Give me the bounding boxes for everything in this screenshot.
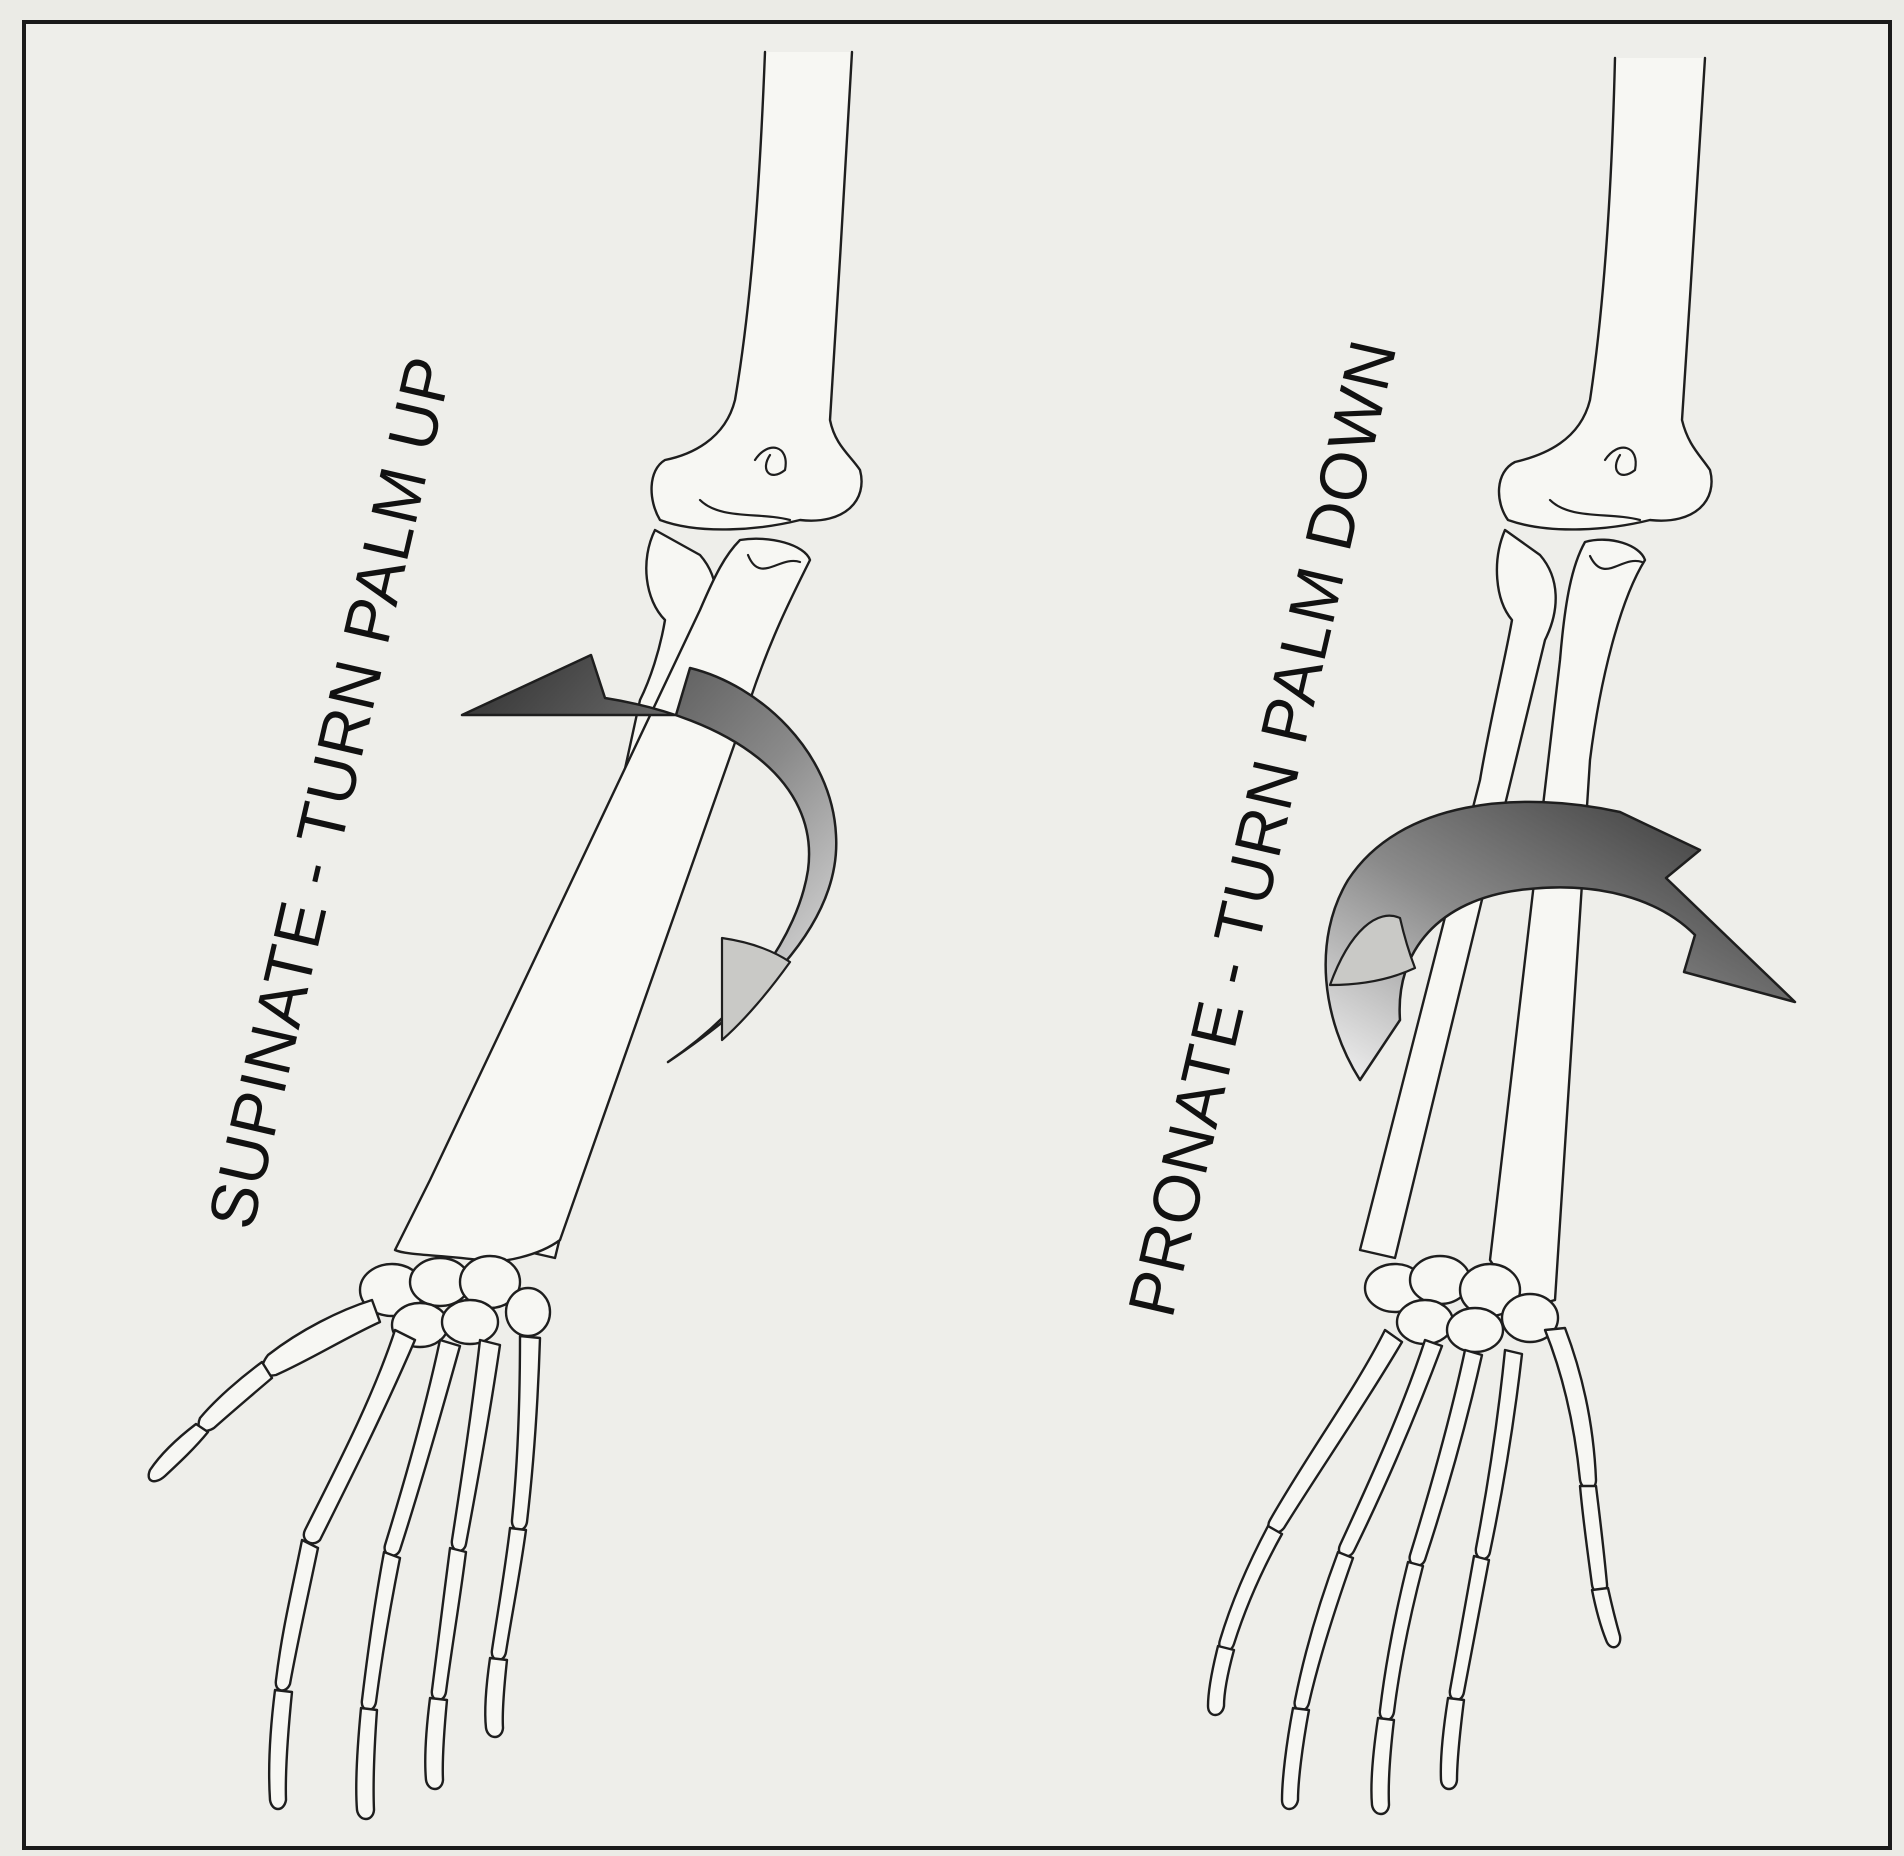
right-arm-skeleton	[1208, 58, 1712, 1814]
pronate-label: PRONATE - TURN PALM DOWN	[1114, 333, 1411, 1323]
left-radius	[395, 539, 810, 1262]
right-thumb	[1545, 1328, 1620, 1647]
left-arm-skeleton	[149, 52, 862, 1819]
supinate-label: SUPINATE - TURN PALM UP	[194, 349, 467, 1235]
right-fingers	[1208, 1330, 1522, 1814]
left-fingers	[269, 1330, 540, 1819]
left-carpals	[360, 1256, 550, 1347]
